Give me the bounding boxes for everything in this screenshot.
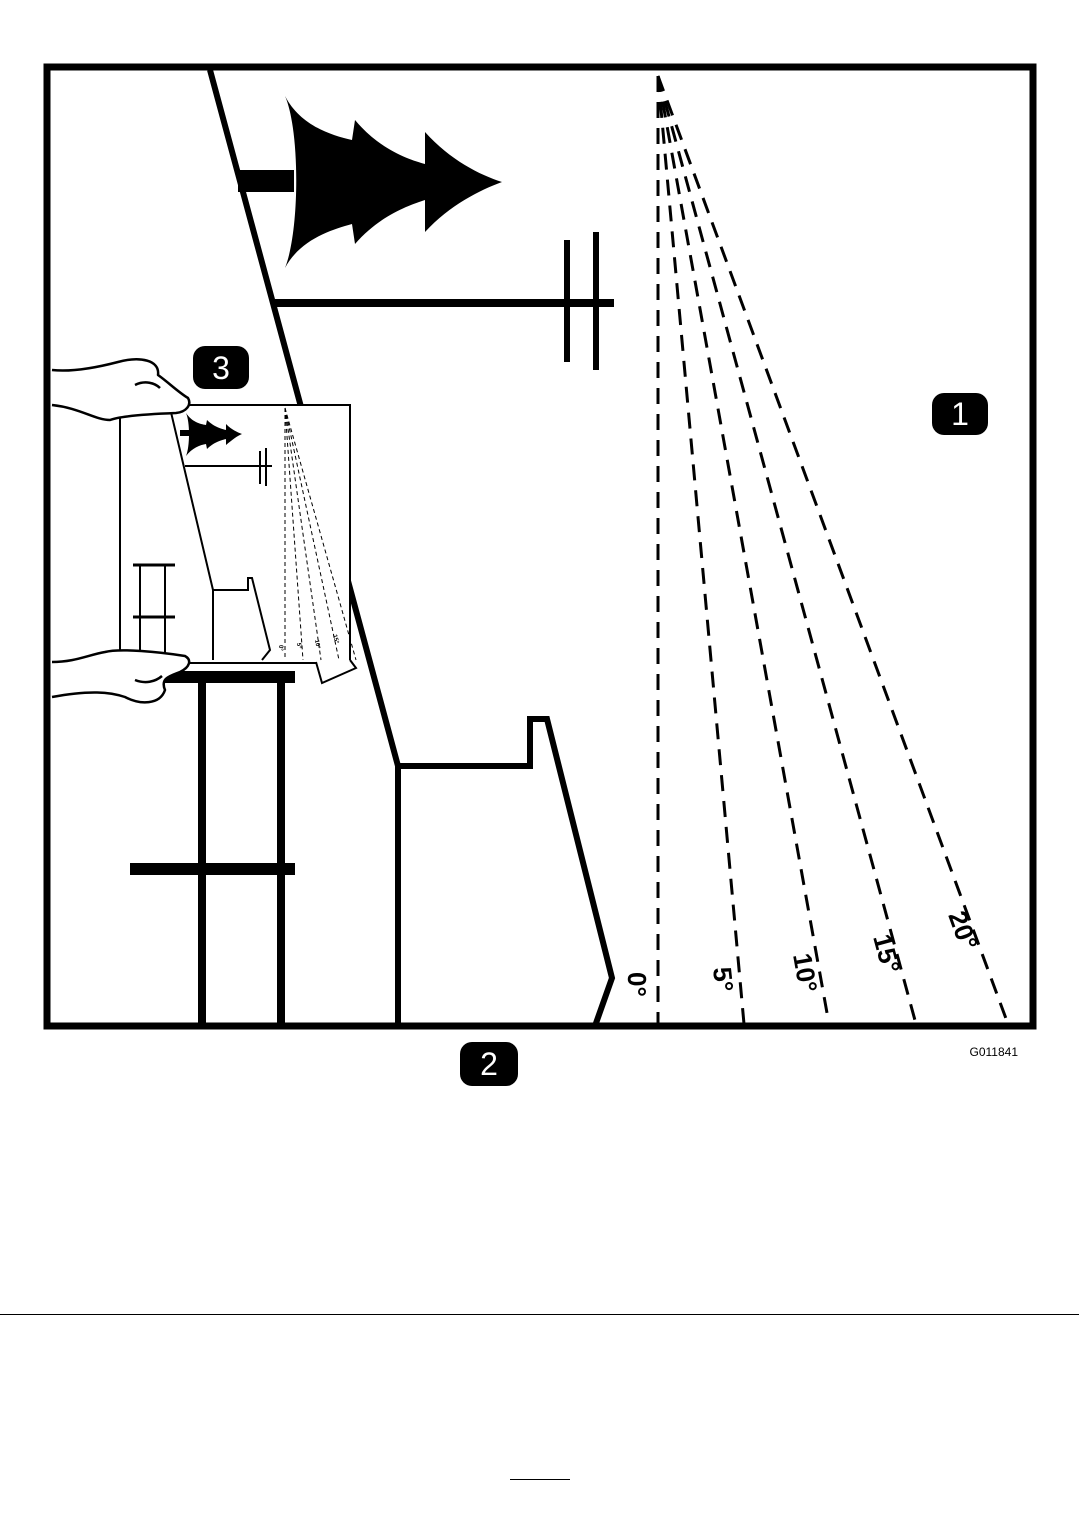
mini-angle-0: 0°	[277, 645, 283, 651]
callout-3: 3	[193, 346, 249, 389]
angle-line-15	[658, 76, 916, 1024]
angle-label-20: 20°	[942, 907, 984, 954]
angle-line-5	[658, 76, 744, 1024]
angle-line-20	[658, 76, 1008, 1024]
angle-label-0: 0°	[622, 972, 652, 997]
angle-guide-lines	[658, 76, 1008, 1024]
angle-label-5: 5°	[707, 965, 739, 993]
footer-divider	[0, 1314, 1079, 1315]
figure-code: G011841	[970, 1045, 1019, 1059]
page-number-marker	[510, 1479, 570, 1480]
svg-text:2: 2	[480, 1046, 498, 1082]
angle-label-15: 15°	[867, 931, 906, 977]
angle-label-10: 10°	[787, 951, 823, 995]
post-structure	[130, 677, 295, 1026]
callout-1: 1	[932, 393, 988, 435]
svg-text:1: 1	[951, 396, 969, 432]
slope-base-notch	[398, 719, 612, 1026]
held-slope-card: 0° 5° 10° 15°	[120, 405, 356, 683]
svg-text:3: 3	[212, 350, 230, 386]
callout-2: 2	[460, 1042, 518, 1086]
utility-pole-icon	[272, 232, 614, 370]
angle-line-10	[658, 76, 829, 1024]
tree-icon	[238, 96, 502, 268]
